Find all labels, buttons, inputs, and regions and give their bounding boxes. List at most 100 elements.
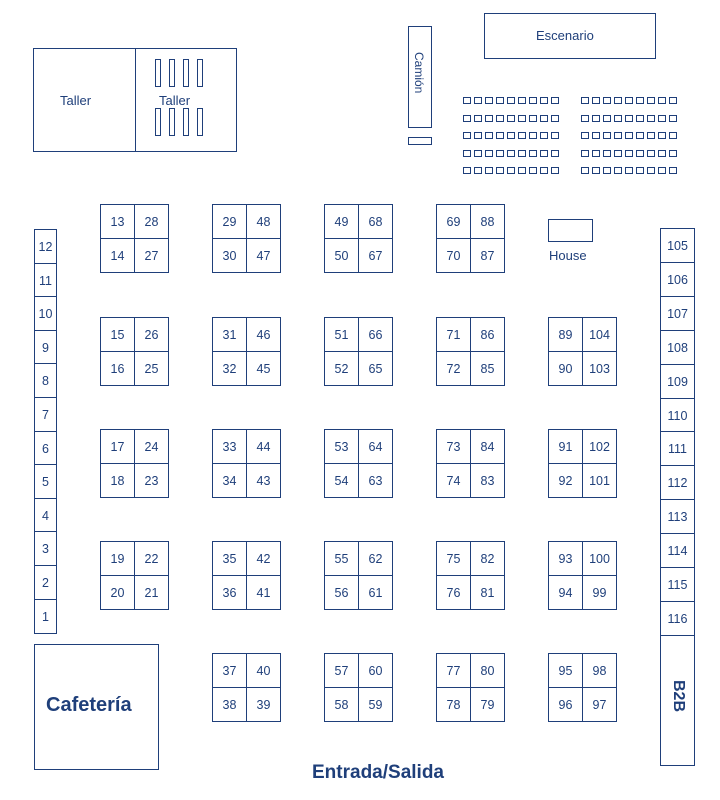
stand-19: 19 (100, 541, 135, 576)
audience-seat (463, 97, 471, 104)
house-area (548, 219, 593, 242)
audience-seat (463, 149, 471, 157)
audience-seat (485, 114, 493, 122)
audience-seat (551, 114, 559, 122)
audience-seat (581, 97, 589, 104)
audience-seat (540, 97, 548, 104)
stand-46: 46 (246, 317, 281, 352)
audience-seat (529, 167, 537, 174)
audience-seat (518, 167, 526, 174)
audience-seat (551, 97, 559, 104)
stand-2: 2 (34, 565, 57, 600)
audience-seat (592, 114, 600, 122)
stand-86: 86 (470, 317, 505, 352)
audience-seat (463, 114, 471, 122)
stand-6: 6 (34, 431, 57, 466)
stand-102: 102 (582, 429, 617, 464)
audience-seat (485, 97, 493, 104)
taller-table-slat (183, 59, 189, 87)
audience-seat (507, 149, 515, 157)
stand-53: 53 (324, 429, 359, 464)
audience-seat (507, 132, 515, 139)
b2b-area (660, 635, 695, 766)
stand-34: 34 (212, 463, 247, 498)
stand-105: 105 (660, 228, 695, 263)
stand-83: 83 (470, 463, 505, 498)
stand-60: 60 (358, 653, 393, 688)
camion-area (408, 26, 432, 128)
entrance-exit-label: Entrada/Salida (312, 762, 444, 783)
audience-seat (669, 132, 677, 139)
stand-23: 23 (134, 463, 169, 498)
stand-98: 98 (582, 653, 617, 688)
escenario-stage (484, 13, 656, 59)
audience-seat (496, 132, 504, 139)
house-label: House (549, 248, 587, 263)
stand-10: 10 (34, 296, 57, 331)
stand-66: 66 (358, 317, 393, 352)
audience-seat (614, 114, 622, 122)
audience-seat (581, 132, 589, 139)
stand-30: 30 (212, 238, 247, 273)
stand-35: 35 (212, 541, 247, 576)
stand-54: 54 (324, 463, 359, 498)
stand-55: 55 (324, 541, 359, 576)
audience-seat (463, 132, 471, 139)
audience-seat (592, 149, 600, 157)
stand-32: 32 (212, 351, 247, 386)
stand-89: 89 (548, 317, 583, 352)
stand-90: 90 (548, 351, 583, 386)
stand-8: 8 (34, 363, 57, 398)
stand-14: 14 (100, 238, 135, 273)
stand-96: 96 (548, 687, 583, 722)
stand-79: 79 (470, 687, 505, 722)
audience-seat (658, 167, 666, 174)
audience-seat (592, 167, 600, 174)
audience-seat (529, 132, 537, 139)
audience-seat (658, 114, 666, 122)
audience-seat (636, 132, 644, 139)
audience-seat (474, 149, 482, 157)
audience-seat (614, 97, 622, 104)
stand-72: 72 (436, 351, 471, 386)
audience-seat (658, 149, 666, 157)
audience-seat (647, 167, 655, 174)
stand-57: 57 (324, 653, 359, 688)
audience-seat (551, 149, 559, 157)
stand-95: 95 (548, 653, 583, 688)
stand-44: 44 (246, 429, 281, 464)
audience-seat (507, 97, 515, 104)
stand-80: 80 (470, 653, 505, 688)
audience-seat (529, 149, 537, 157)
audience-seat (603, 149, 611, 157)
stand-1: 1 (34, 599, 57, 634)
stand-85: 85 (470, 351, 505, 386)
audience-seat (603, 97, 611, 104)
stand-112: 112 (660, 465, 695, 500)
stand-36: 36 (212, 575, 247, 610)
stand-114: 114 (660, 533, 695, 568)
stand-65: 65 (358, 351, 393, 386)
audience-seat (603, 167, 611, 174)
audience-seat (518, 149, 526, 157)
taller-table-slat (169, 108, 175, 136)
taller-table-slat (183, 108, 189, 136)
audience-seat (529, 114, 537, 122)
stand-20: 20 (100, 575, 135, 610)
audience-seat (540, 167, 548, 174)
stand-45: 45 (246, 351, 281, 386)
stand-48: 48 (246, 204, 281, 239)
stand-73: 73 (436, 429, 471, 464)
taller-room-right (135, 48, 237, 152)
stand-24: 24 (134, 429, 169, 464)
audience-seat (474, 132, 482, 139)
stand-18: 18 (100, 463, 135, 498)
stand-113: 113 (660, 499, 695, 534)
audience-seat (625, 132, 633, 139)
audience-seat (625, 114, 633, 122)
stand-21: 21 (134, 575, 169, 610)
stand-97: 97 (582, 687, 617, 722)
cafeteria-label: Cafetería (46, 694, 132, 716)
stand-31: 31 (212, 317, 247, 352)
stand-39: 39 (246, 687, 281, 722)
